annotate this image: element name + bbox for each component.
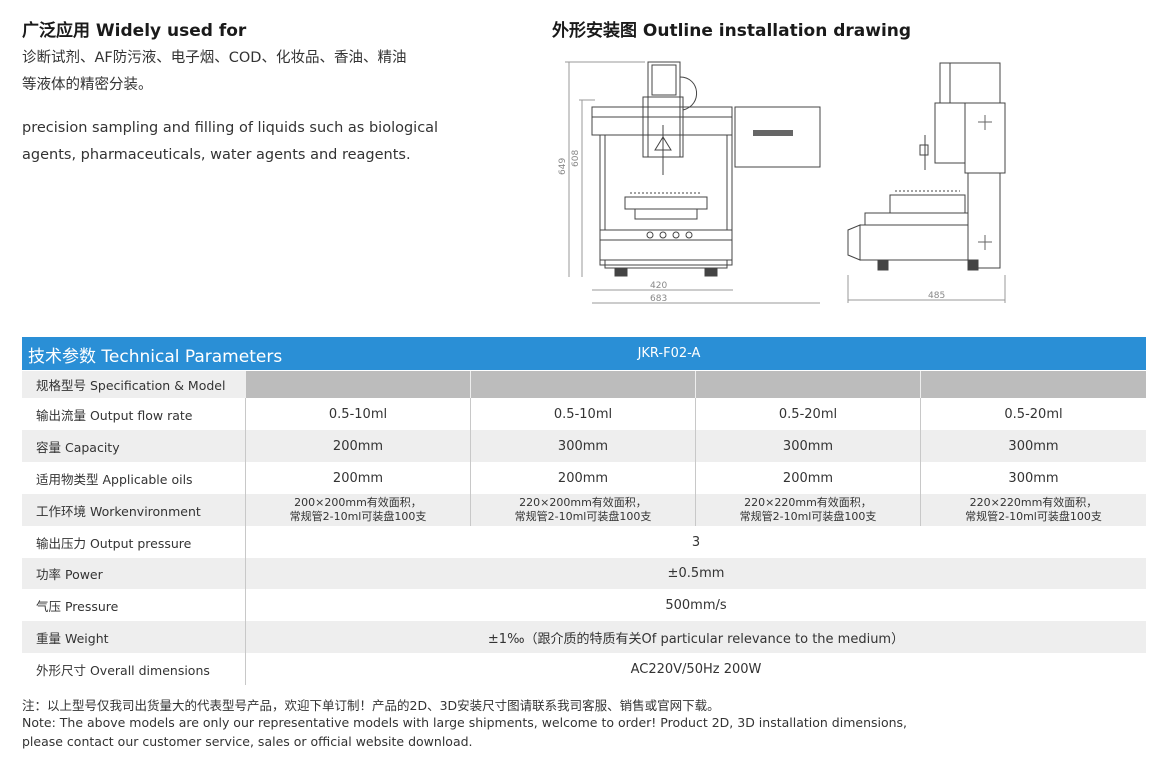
- row-label: 输出流量 Output flow rate: [36, 407, 193, 423]
- table-cell-span: AC220V/50Hz 200W: [630, 661, 762, 677]
- dim-width-inner: 420: [650, 281, 667, 291]
- table-model: JKR-F02-A: [637, 346, 701, 361]
- table-cell: 200mm: [782, 470, 834, 486]
- table-cell-span: ±0.5mm: [667, 566, 725, 581]
- table-cell: 0.5-20ml: [778, 406, 838, 422]
- usage-en-line2: agents, pharmaceuticals, water agents an…: [22, 147, 411, 163]
- table-cell: 300mm: [1008, 470, 1059, 486]
- dim-width-outer: 683: [650, 294, 667, 304]
- table-row: 外形尺寸 Overall dimensions AC220V/50Hz 200W: [22, 653, 1146, 685]
- row-label: 功率 Power: [36, 567, 103, 582]
- dim-depth: 485: [928, 291, 945, 301]
- dim-height-inner: 608: [571, 150, 581, 167]
- front-view-drawing: 649 608 420 683: [558, 61, 821, 304]
- table-cell-span: ±1‰（跟介质的特质有关Of particular relevance to t…: [487, 631, 905, 647]
- table-row: 容量 Capacity 200mm 300mm 300mm 300mm: [22, 430, 1146, 462]
- usage-cn-text: 诊断试剂、AF防污液、电子烟、COD、化妆品、香油、精油 等液体的精密分装。: [22, 45, 492, 99]
- table-header: 技术参数 Technical Parameters JKR-F02-A: [22, 337, 1146, 370]
- table-cell: 220×220mm有效面积，常规管2-10ml可装盘100支: [965, 496, 1102, 523]
- row-label: 工作环境 Workenvironment: [36, 503, 201, 519]
- drawing-title: 外形安装图 Outline installation drawing: [552, 21, 912, 41]
- row-label: 规格型号 Specification & Model: [36, 378, 226, 393]
- spec-header-cell: [471, 371, 695, 398]
- dim-height-outer: 649: [558, 158, 568, 175]
- table-cell: 200×200mm有效面积，常规管2-10ml可装盘100支: [289, 496, 427, 523]
- side-view-drawing: 485: [847, 62, 1006, 303]
- table-cell: 220×200mm有效面积，常规管2-10ml可装盘100支: [514, 496, 652, 523]
- row-label: 重量 Weight: [36, 630, 109, 646]
- row-label: 外形尺寸 Overall dimensions: [36, 662, 210, 678]
- table-cell: 0.5-10ml: [328, 406, 388, 422]
- table-cell-span: 500mm/s: [665, 597, 727, 613]
- table-cell: 300mm: [557, 438, 609, 454]
- table-row: 输出压力 Output pressure 3: [22, 526, 1146, 558]
- table-cell: 0.5-20ml: [1004, 406, 1063, 422]
- usage-title: 广泛应用 Widely used for: [22, 21, 247, 41]
- table-row: 工作环境 Workenvironment 200×200mm有效面积，常规管2-…: [22, 494, 1146, 526]
- table-cell-span: 3: [691, 534, 701, 550]
- usage-en-line1: precision sampling and filling of liquid…: [22, 120, 439, 136]
- spec-header-cell: [696, 371, 920, 398]
- row-label: 输出压力 Output pressure: [36, 535, 192, 551]
- row-label: 气压 Pressure: [36, 598, 119, 614]
- table-cell: 0.5-10ml: [553, 406, 613, 422]
- note-cn: 注：以上型号仅我司出货量大的代表型号产品，欢迎下单订制！产品的2D、3D安装尺寸…: [22, 698, 720, 713]
- table-cell: 200mm: [557, 470, 609, 486]
- usage-cn-line2: 等液体的精密分装。: [22, 77, 153, 93]
- table-row: 规格型号 Specification & Model: [22, 371, 1146, 398]
- table-row: 重量 Weight ±1‰（跟介质的特质有关Of particular rele…: [22, 621, 1146, 653]
- usage-cn-line1: 诊断试剂、AF防污液、电子烟、COD、化妆品、香油、精油: [22, 50, 407, 66]
- table-row: 气压 Pressure 500mm/s: [22, 589, 1146, 621]
- table-cell: 300mm: [1008, 438, 1059, 454]
- row-label: 适用物类型 Applicable oils: [36, 471, 193, 487]
- table-cell: 200mm: [332, 470, 384, 486]
- table-title: 技术参数 Technical Parameters: [28, 347, 283, 367]
- table-cell: 220×220mm有效面积，常规管2-10ml可装盘100支: [739, 496, 877, 523]
- usage-en-text: precision sampling and filling of liquid…: [22, 115, 492, 169]
- table-cell: 300mm: [782, 438, 834, 454]
- note-en-line2: please contact our customer service, sal…: [22, 734, 473, 749]
- spec-header-cell: [246, 371, 470, 398]
- table-row: 适用物类型 Applicable oils 200mm 200mm 200mm …: [22, 462, 1146, 494]
- row-label: 容量 Capacity: [36, 439, 120, 455]
- table-row: 输出流量 Output flow rate 0.5-10ml 0.5-10ml …: [22, 398, 1146, 430]
- table-cell: 200mm: [332, 438, 384, 454]
- note-en-line1: Note: The above models are only our repr…: [22, 715, 908, 730]
- spec-header-cell: [921, 371, 1146, 398]
- table-row: 功率 Power ±0.5mm: [22, 558, 1146, 589]
